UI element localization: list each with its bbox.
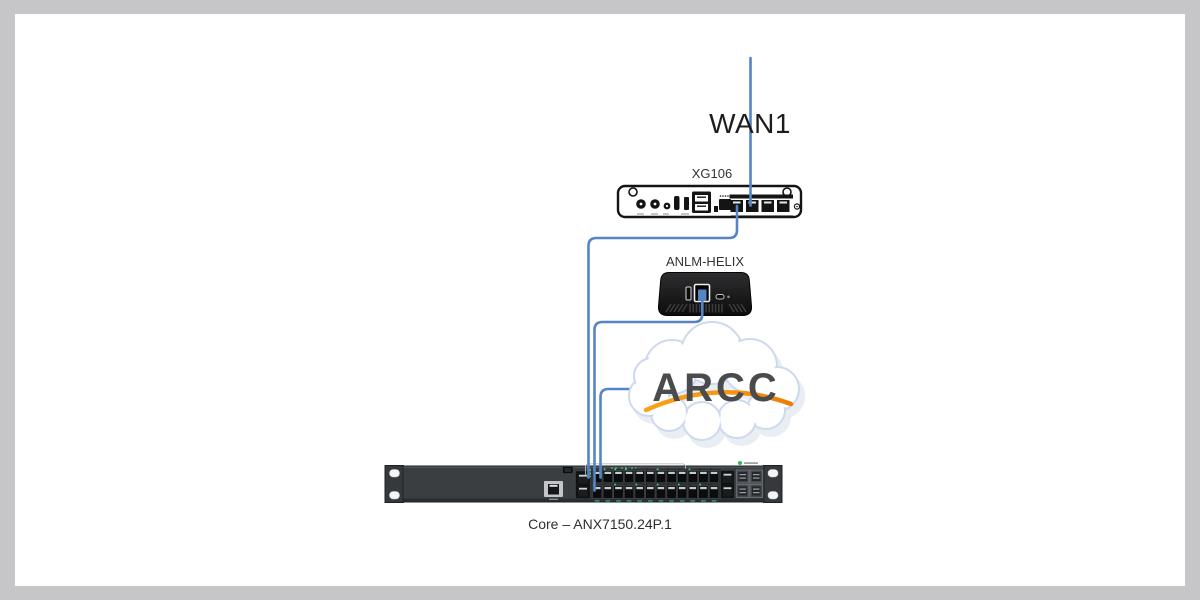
wan-label: WAN1 (709, 108, 791, 139)
switch-port (645, 485, 656, 499)
switch-label: Core – ANX7150.24P.1 (528, 516, 672, 532)
rack-hole (389, 491, 400, 500)
cloud-shape (628, 321, 800, 441)
switch-port (624, 485, 635, 499)
firewall-device (616, 184, 803, 219)
sfp-cage (749, 484, 763, 498)
switch-port (645, 470, 656, 483)
sfp-cage (749, 469, 763, 484)
switch-port (613, 470, 624, 483)
switch-port (592, 470, 603, 483)
cables (587, 56, 752, 492)
power-button (793, 203, 801, 210)
switch-port (624, 470, 635, 483)
switch-port (709, 470, 719, 483)
switch-port (698, 470, 709, 483)
gateway-device (657, 272, 753, 316)
firewall-label: XG106 (691, 166, 733, 181)
console-port (544, 481, 563, 500)
switch-port (602, 470, 613, 483)
eth-mgmt-stack (692, 191, 711, 213)
switch-port (655, 470, 666, 483)
cloud-swoosh (643, 390, 794, 413)
switch-port (634, 470, 645, 483)
reset-pinhole (727, 295, 730, 299)
switch-port (677, 485, 688, 499)
switch-port (655, 485, 666, 499)
switch-port (687, 485, 698, 499)
switch-port (613, 485, 624, 499)
rack-hole (767, 469, 779, 478)
switch-port (666, 485, 677, 499)
switch-port (677, 470, 688, 483)
mgmt-port-stack (575, 470, 591, 499)
usb-port (684, 197, 689, 210)
cable-cloud-to-switch (599, 387, 647, 479)
switch-port (634, 485, 645, 499)
switch-port-grid (592, 468, 719, 502)
switch-port (709, 485, 719, 499)
switch-port (592, 485, 603, 499)
switch-port (698, 485, 709, 499)
switch-port (666, 470, 677, 483)
hdmi-port (674, 196, 680, 210)
usb-a-port (685, 286, 692, 301)
sfp-cage (736, 484, 750, 498)
gateway-label: ANLM-HELIX (665, 254, 745, 269)
sfp-cage (736, 469, 750, 484)
micro-usb-port (714, 206, 718, 212)
vent-grille (665, 303, 747, 313)
antenna-mount-left (628, 187, 638, 197)
core-switch-device (384, 461, 783, 503)
usb-c-port (715, 294, 725, 300)
combo-uplink-ports (720, 470, 735, 499)
port-labels (637, 213, 689, 215)
lan-port-group (729, 194, 793, 216)
cable-gateway-to-switch (593, 289, 704, 492)
sfp-cage-block (736, 469, 763, 498)
cloud-label: ARCC (652, 366, 780, 410)
switch-port (602, 485, 613, 499)
cable-firewall-to-switch (587, 204, 739, 479)
rack-hole (389, 469, 400, 478)
switch-port (687, 470, 698, 483)
switch-brand-logo (738, 461, 758, 465)
power-connectors (636, 199, 671, 210)
sfp-port (719, 195, 732, 210)
usb-port (562, 466, 574, 474)
rack-hole (767, 491, 779, 500)
